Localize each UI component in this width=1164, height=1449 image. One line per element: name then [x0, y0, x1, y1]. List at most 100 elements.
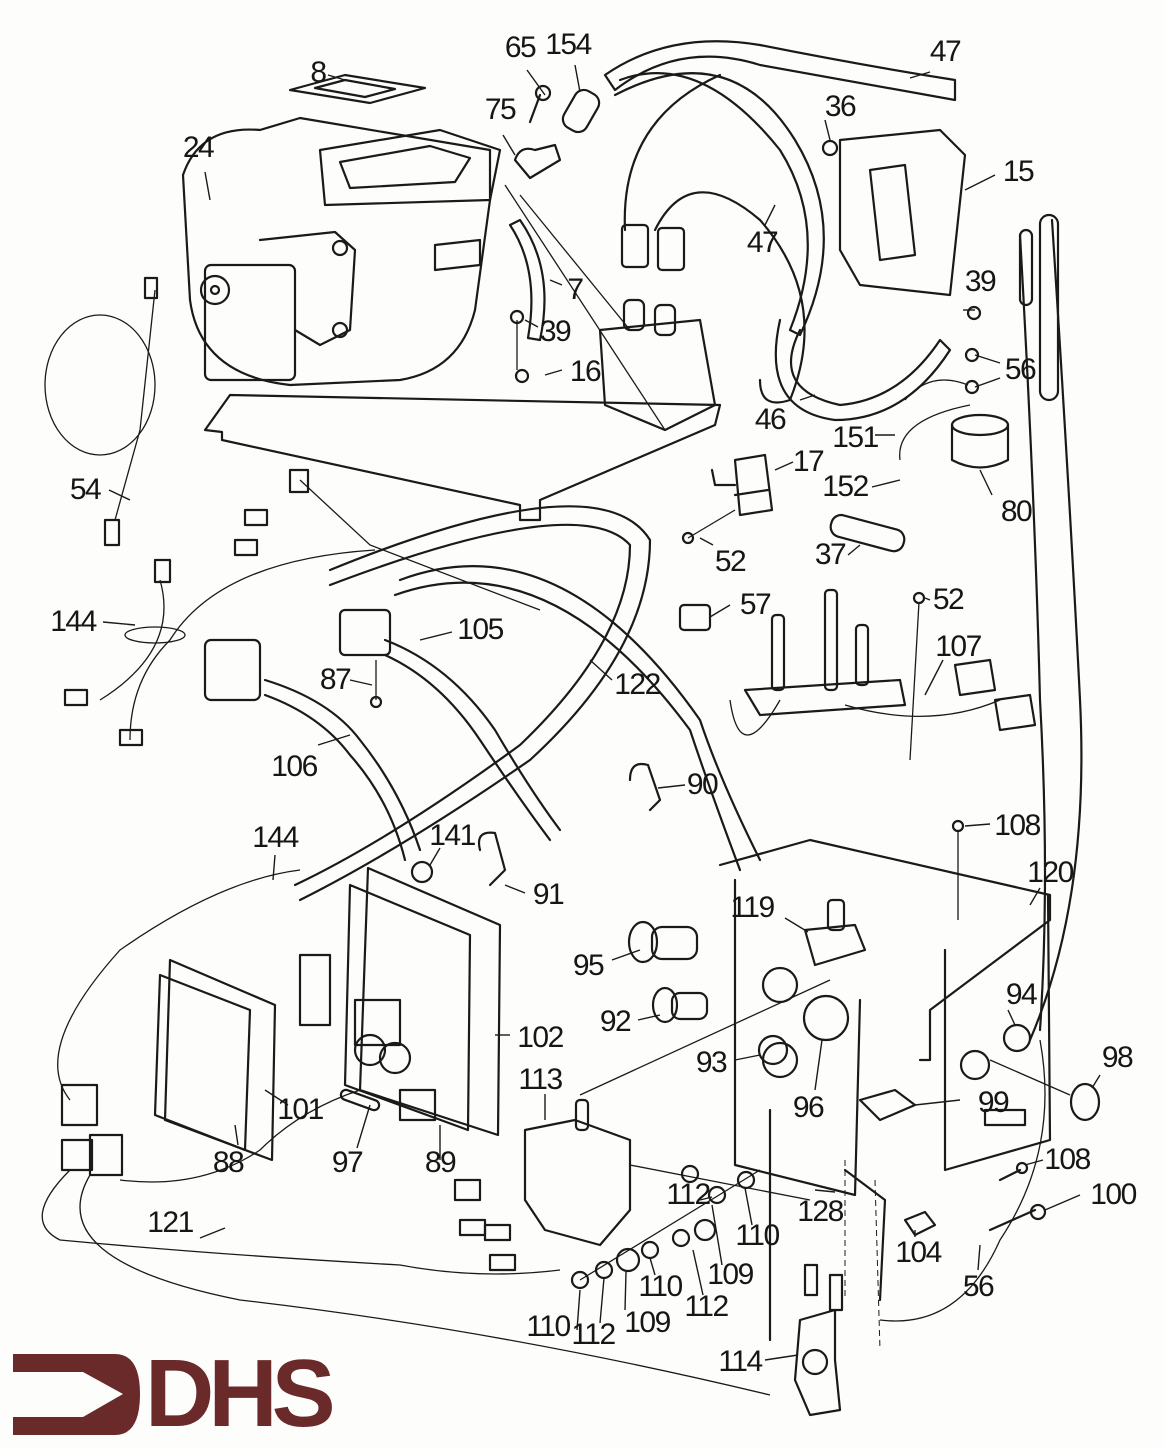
insulator: [163, 958, 277, 1162]
callout-121: 121: [147, 1206, 194, 1239]
callout-37: 37: [814, 538, 847, 571]
callout-114: 114: [718, 1345, 763, 1378]
callout-80: 80: [1000, 495, 1033, 528]
seal: [508, 218, 546, 342]
hose: [623, 73, 722, 232]
callout-99: 99: [977, 1086, 1010, 1119]
fan-assembly: [181, 116, 502, 387]
screw: [966, 305, 982, 321]
callout-97: 97: [331, 1146, 364, 1179]
screw: [998, 1168, 1022, 1182]
callout-109-top: 109: [707, 1258, 754, 1291]
callout-95: 95: [572, 949, 605, 982]
pcb: [153, 973, 252, 1152]
suppressor: [829, 513, 906, 553]
washer-stack: [570, 1164, 761, 1290]
callout-57: 57: [739, 588, 772, 621]
callout-112-mid: 112: [684, 1290, 729, 1323]
fuse: [339, 1088, 381, 1112]
callout-94: 94: [1005, 978, 1038, 1011]
screw: [681, 531, 695, 545]
connector-block: [338, 608, 392, 657]
hose: [774, 318, 952, 422]
callout-87: 87: [319, 663, 352, 696]
callout-113: 113: [518, 1063, 563, 1096]
callout-105: 105: [457, 613, 504, 646]
callout-39-left: 39: [539, 315, 572, 348]
callout-110-top: 110: [735, 1219, 780, 1252]
screw: [912, 591, 926, 605]
callout-52-right: 52: [932, 583, 965, 616]
callout-91: 91: [532, 878, 565, 911]
neon-assembly: [729, 588, 1037, 736]
callout-144-left: 144: [50, 605, 97, 638]
callout-109-mid: 109: [624, 1306, 671, 1339]
cable-gland: [627, 920, 699, 964]
fuse-holder: [858, 1088, 917, 1122]
callout-101: 101: [277, 1093, 324, 1126]
callout-102: 102: [517, 1021, 564, 1054]
callout-16: 16: [569, 355, 602, 388]
callout-154: 154: [545, 28, 592, 61]
switch: [793, 1308, 842, 1417]
callout-52-left: 52: [714, 545, 747, 578]
locknut: [802, 994, 850, 1042]
callout-106: 106: [271, 750, 318, 783]
connector: [60, 1138, 94, 1172]
callout-8: 8: [310, 56, 327, 89]
cable-clip: [628, 762, 662, 812]
callout-46: 46: [754, 403, 787, 436]
control-box: [718, 838, 1052, 1351]
callout-120: 120: [1027, 856, 1074, 889]
stand-off: [410, 860, 434, 884]
bracket: [513, 143, 562, 180]
callout-108-top: 108: [994, 809, 1041, 842]
thermostat: [514, 368, 530, 384]
callout-108-bottom: 108: [1044, 1143, 1091, 1176]
callout-15: 15: [1002, 155, 1035, 188]
leader-lines: [102, 64, 1101, 1361]
callout-104: 104: [895, 1236, 942, 1269]
callout-47-top: 47: [929, 35, 962, 68]
washer: [964, 347, 980, 363]
callout-98: 98: [1101, 1041, 1134, 1074]
switch: [803, 923, 867, 967]
cable-gland: [651, 986, 709, 1024]
lamp: [1069, 1082, 1101, 1122]
hose: [653, 191, 806, 404]
cable: [383, 653, 552, 842]
callout-24: 24: [182, 131, 215, 164]
arrow-logo-icon: [13, 1354, 140, 1435]
connector: [88, 1133, 124, 1177]
electrode-bracket: [733, 453, 774, 517]
hose: [603, 40, 957, 102]
callout-7: 7: [567, 273, 584, 306]
callout-90: 90: [686, 768, 719, 801]
hose: [613, 72, 825, 337]
callout-88: 88: [212, 1146, 245, 1179]
sleeve: [561, 88, 601, 134]
callout-17: 17: [792, 445, 825, 478]
cable-clip: [477, 831, 507, 887]
gasket: [288, 73, 427, 105]
callout-56-top: 56: [1004, 353, 1037, 386]
callout-144-mid: 144: [252, 821, 299, 854]
washer: [964, 379, 980, 395]
grommet: [1002, 1023, 1032, 1053]
insulator: [358, 866, 502, 1137]
callout-100: 100: [1090, 1178, 1137, 1211]
callout-54: 54: [69, 473, 102, 506]
callout-65: 65: [504, 31, 537, 64]
callout-47-mid: 47: [746, 226, 779, 259]
callout-152: 152: [822, 470, 869, 503]
callout-39-right: 39: [964, 265, 997, 298]
coiled-lead: [44, 314, 156, 456]
callout-112-top: 112: [666, 1178, 711, 1211]
callout-112-bottom: 112: [571, 1318, 616, 1351]
brand-name: DHS: [145, 1340, 336, 1447]
baseplate: [203, 393, 722, 522]
callout-128: 128: [797, 1195, 844, 1228]
callout-96: 96: [792, 1091, 825, 1124]
clip: [678, 603, 712, 632]
